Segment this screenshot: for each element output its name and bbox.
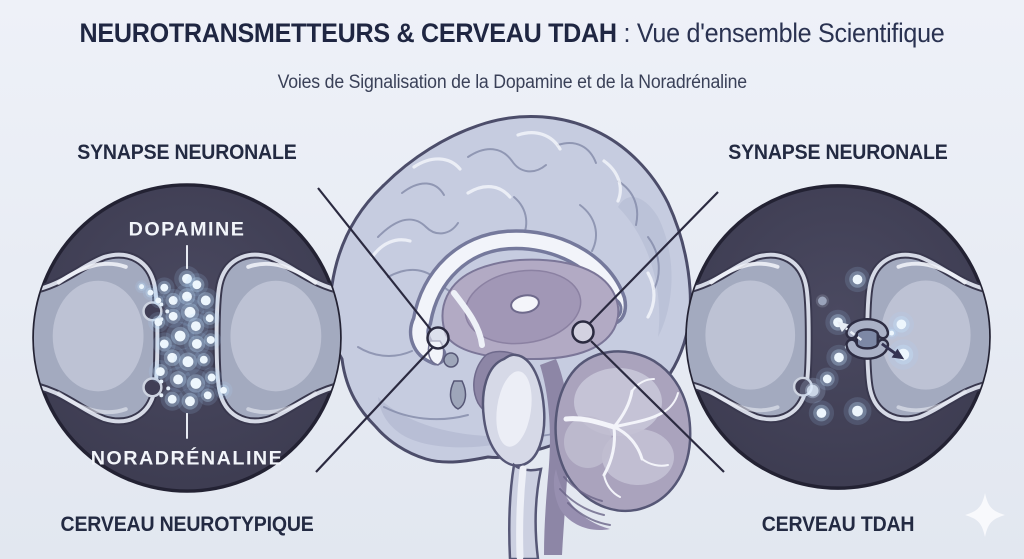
brain-sagittal-illustration: [327, 115, 692, 559]
reuptake-arrow-solid: [881, 342, 905, 360]
vesicle-release-site-top: [142, 301, 163, 322]
neurotransmitter-dots: [135, 265, 233, 415]
page-subtitle: Voies de Signalisation de la Dopamine et…: [277, 72, 747, 93]
reuptake-arrow-dashed: [837, 321, 863, 341]
adhd-synapse-diagram: [685, 184, 991, 490]
reuptake-transporter-icon: [845, 318, 890, 360]
page-title-rest: : Vue d'ensemble Scientifique: [616, 18, 945, 48]
vesicle-release-site-bottom: [142, 377, 163, 398]
flocculus: [553, 469, 610, 531]
dopamine-label: DOPAMINE: [129, 218, 246, 240]
noradrenaline-label: NORADRÉNALINE: [91, 446, 284, 469]
right-synapse-heading: SYNAPSE NEURONALE: [728, 141, 948, 164]
right-synapse-caption: CERVEAU TDAH: [761, 513, 915, 536]
pituitary: [443, 352, 459, 368]
page-title-bold: NEUROTRANSMETTEURS & CERVEAU TDAH: [79, 18, 617, 48]
fornix: [451, 290, 485, 348]
page-title: NEUROTRANSMETTEURS & CERVEAU TDAH : Vue …: [0, 18, 1024, 49]
neurotypical-synapse-diagram: DOPAMINE NORADRÉNALINE: [32, 183, 342, 493]
interthalamic-adhesion: [510, 294, 540, 314]
left-synapse-heading: SYNAPSE NEURONALE: [77, 141, 297, 164]
pituitary-stalk: [449, 380, 467, 410]
left-synapse-caption: CERVEAU NEUROTYPIQUE: [60, 513, 314, 536]
neurotransmitter-dots: [799, 266, 919, 426]
